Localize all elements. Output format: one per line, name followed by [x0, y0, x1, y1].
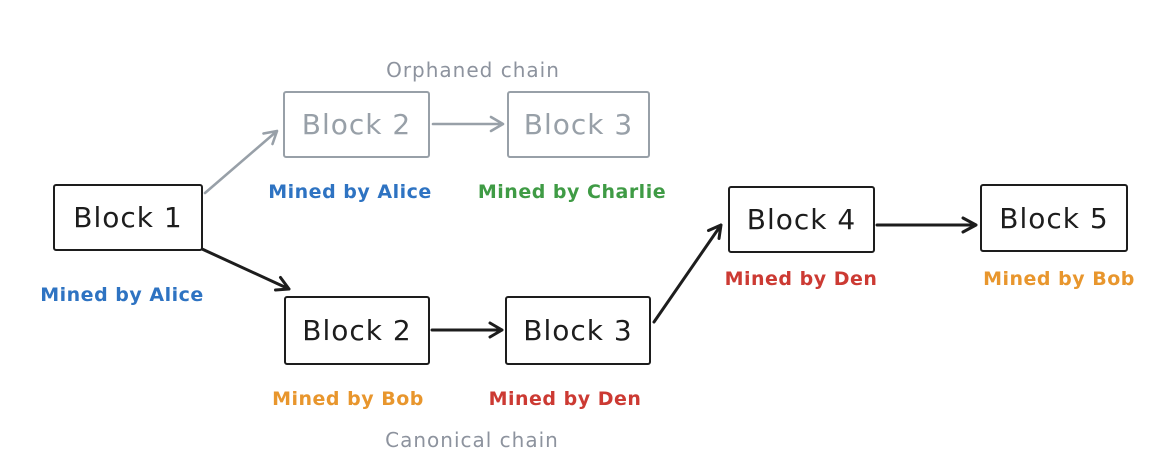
miner-label-block-4: Mined by Den [724, 268, 878, 290]
miner-label-orphaned-block-2: Mined by Alice [268, 181, 432, 203]
node-block-4-label: Block 4 [746, 203, 857, 236]
node-block-5: Block 5 [980, 184, 1128, 252]
node-canonical-block-2: Block 2 [284, 296, 430, 365]
node-orphaned-block-3: Block 3 [507, 91, 650, 158]
arrow-canonical-block2-to-block3 [430, 321, 504, 339]
node-orphaned-block-2-label: Block 2 [301, 108, 412, 141]
node-orphaned-block-2: Block 2 [283, 91, 430, 158]
node-canonical-block-3-label: Block 3 [523, 314, 633, 347]
node-block-5-label: Block 5 [999, 201, 1109, 235]
arrow-block4-to-block5 [875, 216, 978, 234]
miner-label-canonical-block-3: Mined by Den [488, 388, 642, 410]
node-block-1: Block 1 [53, 184, 203, 251]
node-canonical-block-2-label: Block 2 [302, 314, 412, 347]
arrow-orphaned-block2-to-block3 [431, 115, 505, 133]
orphaned-chain-label: Orphaned chain [386, 58, 560, 82]
miner-label-block-5: Mined by Bob [983, 268, 1135, 290]
node-orphaned-block-3-label: Block 3 [523, 108, 634, 141]
arrow-block1-to-canonical-block2 [200, 247, 291, 292]
node-canonical-block-3: Block 3 [505, 296, 651, 365]
node-block-1-label: Block 1 [73, 201, 183, 234]
miner-label-orphaned-block-3: Mined by Charlie [477, 181, 667, 203]
miner-label-canonical-block-2: Mined by Bob [272, 388, 424, 410]
canonical-chain-label: Canonical chain [385, 428, 559, 452]
miner-label-block-1: Mined by Alice [40, 284, 204, 306]
node-block-4: Block 4 [728, 186, 875, 253]
